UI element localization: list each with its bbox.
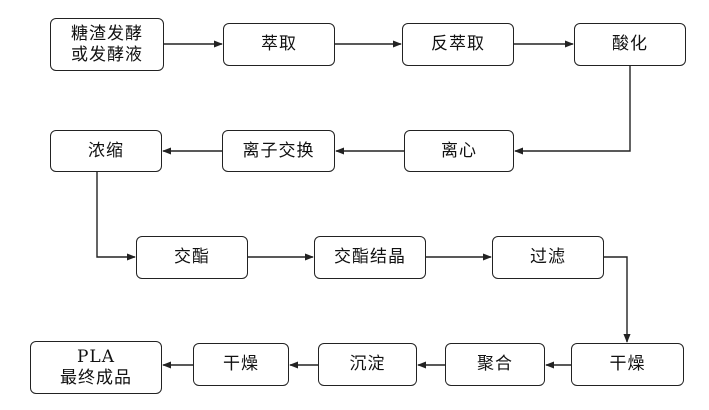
edge-n7-n8 bbox=[96, 172, 136, 261]
step-drying-1: 干燥 bbox=[571, 343, 684, 386]
step-concentration: 浓缩 bbox=[50, 130, 162, 172]
step-drying-2: 干燥 bbox=[193, 343, 289, 386]
step-back-extraction: 反萃取 bbox=[402, 23, 514, 66]
step-precipitation: 沉淀 bbox=[318, 343, 417, 386]
step-acidification: 酸化 bbox=[574, 23, 686, 66]
step-extraction: 萃取 bbox=[223, 23, 335, 66]
step-filtration: 过滤 bbox=[492, 236, 604, 279]
step-ion-exchange: 离子交换 bbox=[222, 130, 335, 172]
step-lactide: 交酯 bbox=[136, 236, 248, 279]
step-pla-final-product: PLA 最终成品 bbox=[30, 341, 162, 394]
step-polymerization: 聚合 bbox=[445, 343, 545, 386]
step-lactide-crystallization: 交酯结晶 bbox=[314, 236, 426, 279]
edge-n4-n5 bbox=[514, 66, 631, 155]
step-centrifugation: 离心 bbox=[404, 130, 514, 172]
edge-n10-n11 bbox=[604, 256, 631, 343]
step-sugar-residue-fermentation: 糖渣发酵 或发酵液 bbox=[50, 18, 164, 71]
